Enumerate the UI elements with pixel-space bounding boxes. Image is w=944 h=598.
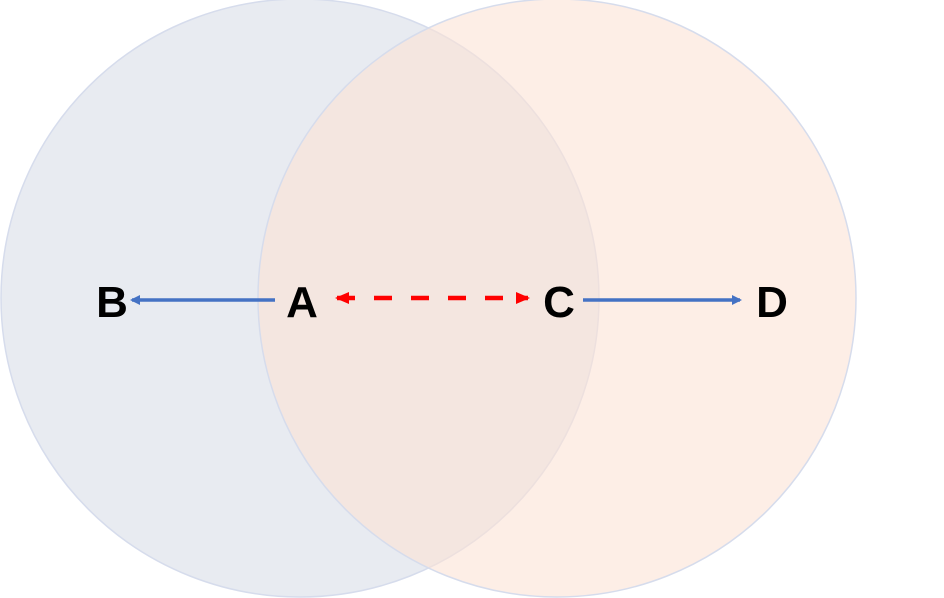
node-b: B [96, 278, 128, 327]
node-a: A [286, 278, 318, 327]
node-c: C [543, 278, 575, 327]
node-d: D [756, 278, 788, 327]
right-circle [257, 0, 857, 598]
